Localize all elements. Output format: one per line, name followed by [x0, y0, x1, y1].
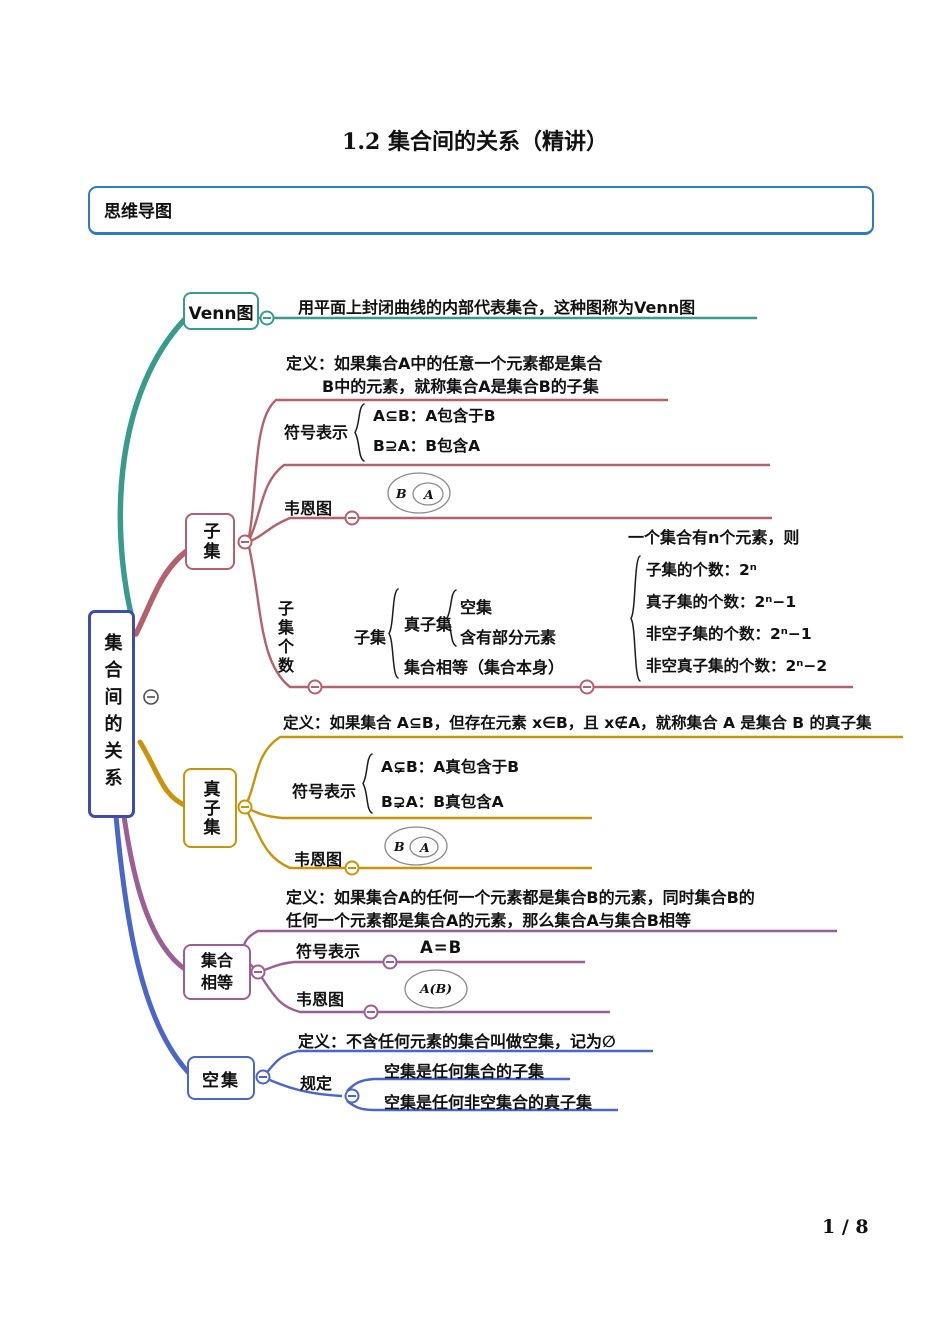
subset-symbol-label: 符号表示 — [284, 423, 349, 442]
branch-proper-subset — [137, 739, 189, 809]
count-proper: 真子集 — [404, 615, 453, 634]
page-title: 1.2 集合间的关系（精讲） — [342, 129, 608, 155]
proper-venn-label: 韦恩图 — [294, 850, 343, 869]
subset-node-label: 子集 — [199, 521, 220, 562]
count-formula-3: 非空子集的个数：2ⁿ−1 — [646, 625, 812, 643]
subset-venn-line — [247, 516, 772, 544]
subset-venn-collapse-icon[interactable] — [344, 510, 360, 526]
subset-venn-outer-ellipse — [387, 472, 451, 514]
equal-venn-set-label: A(B) — [419, 981, 453, 996]
proper-symbol-label: 符号表示 — [292, 782, 357, 801]
equal-venn-line — [257, 971, 610, 1014]
subset-symbol-item2: B⊇A：B包含A — [373, 437, 481, 455]
branch-empty-set — [113, 813, 191, 1075]
subset-symbol-line — [246, 463, 770, 543]
empty-node-label: 空集 — [202, 1070, 240, 1091]
equal-definition-line1: 定义：如果集合A的任何一个元素都是集合B的元素，同时集合B的 — [286, 888, 755, 907]
subset-venn-inner-ellipse — [412, 482, 444, 506]
subset-count-line — [246, 541, 853, 689]
proper-node-label: 真子集 — [199, 779, 220, 837]
subset-count2-collapse-icon[interactable] — [579, 679, 595, 695]
empty-collapse-icon[interactable] — [255, 1069, 271, 1085]
page-number: 1 / 8 — [822, 1216, 869, 1238]
count-proper-item2: 含有部分元素 — [460, 628, 557, 647]
count-brace-3 — [630, 555, 641, 682]
subset-venn-label: 韦恩图 — [284, 499, 333, 518]
equal-node-label: 集合相等 — [200, 951, 233, 992]
subset-venn-inner-set-label: A — [424, 487, 434, 502]
equal-venn-label: 韦恩图 — [296, 990, 345, 1009]
proper-collapse-icon[interactable] — [237, 799, 253, 815]
proper-symbol-item2: B⊋A：B真包含A — [381, 793, 504, 811]
count-formula-2: 真子集的个数：2ⁿ−1 — [646, 593, 797, 611]
node-subset[interactable]: 子集 — [185, 513, 235, 570]
proper-definition: 定义：如果集合 A⊆B，但存在元素 x∈B，且 x∉A，就称集合 A 是集合 B… — [283, 714, 872, 732]
branch-venn — [117, 316, 188, 617]
subset-symbol-brace — [354, 403, 365, 462]
subset-count-collapse-icon[interactable] — [307, 679, 323, 695]
node-proper-subset[interactable]: 真子集 — [183, 768, 237, 848]
equal-symbol-collapse-icon[interactable] — [382, 954, 398, 970]
proper-venn-collapse-icon[interactable] — [344, 860, 360, 876]
count-proper-item1: 空集 — [460, 598, 493, 617]
venn-collapse-icon[interactable] — [259, 310, 275, 326]
node-venn-diagram[interactable]: Venn图 — [183, 292, 259, 330]
venn-node-label: Venn图 — [188, 303, 254, 324]
section-box: 思维导图 — [88, 186, 874, 235]
count-root: 子集 — [354, 628, 387, 647]
subset-definition-line2: B中的元素，就称集合A是集合B的子集 — [322, 377, 599, 396]
root-node[interactable]: 集合间的关系 — [88, 610, 135, 818]
proper-venn-line — [243, 806, 592, 870]
count-equal-item: 集合相等（集合本身） — [404, 658, 565, 677]
section-label: 思维导图 — [104, 202, 172, 222]
empty-rule-item1: 空集是任何集合的子集 — [384, 1062, 545, 1081]
count-brace-1 — [388, 588, 399, 679]
branch-subset — [133, 547, 191, 637]
count-formula-1: 子集的个数：2ⁿ — [646, 561, 757, 579]
subset-definition-line1: 定义：如果集合A中的任意一个元素都是集合 — [286, 354, 603, 373]
count-formula-4: 非空真子集的个数：2ⁿ−2 — [646, 657, 828, 675]
proper-venn-inner-ellipse — [409, 836, 439, 858]
root-collapse-icon[interactable] — [143, 689, 159, 705]
proper-venn-outer-set-label: B — [394, 839, 405, 854]
empty-rule-item2: 空集是任何非空集合的真子集 — [384, 1093, 593, 1112]
subset-count-label: 子集个数 — [275, 600, 294, 676]
node-set-equal[interactable]: 集合相等 — [183, 944, 251, 1000]
proper-symbol-brace — [362, 753, 373, 814]
empty-rule-label: 规定 — [300, 1074, 333, 1093]
empty-rule-collapse-icon[interactable] — [344, 1088, 360, 1104]
count-note: 一个集合有n个元素，则 — [628, 528, 800, 547]
equal-definition-line2: 任何一个元素都是集合A的元素，那么集合A与集合B相等 — [286, 911, 691, 930]
equal-collapse-icon[interactable] — [250, 964, 266, 980]
equal-venn-ellipse — [404, 969, 468, 1009]
empty-rule1-line — [346, 1077, 570, 1092]
branch-set-equal — [121, 813, 189, 973]
proper-symbol-item1: A⊊B：A真包含于B — [381, 758, 520, 776]
subset-venn-outer-set-label: B — [396, 486, 407, 501]
root-label: 集合间的关系 — [101, 633, 123, 795]
equal-symbol-line — [257, 960, 585, 974]
subset-collapse-icon[interactable] — [237, 534, 253, 550]
venn-description: 用平面上封闭曲线的内部代表集合，这种图称为Venn图 — [298, 298, 696, 317]
count-brace-2 — [446, 589, 457, 647]
proper-def-line — [243, 735, 903, 808]
node-empty-set[interactable]: 空集 — [187, 1056, 255, 1100]
proper-venn-inner-set-label: A — [420, 840, 430, 855]
empty-definition: 定义：不含任何元素的集合叫做空集，记为∅ — [298, 1032, 616, 1051]
subset-symbol-item1: A⊆B：A包含于B — [373, 407, 496, 425]
subset-def-line — [246, 398, 668, 543]
equal-symbol-value: A=B — [420, 938, 463, 957]
equal-venn-collapse-icon[interactable] — [363, 1004, 379, 1020]
equal-symbol-label: 符号表示 — [296, 942, 361, 961]
